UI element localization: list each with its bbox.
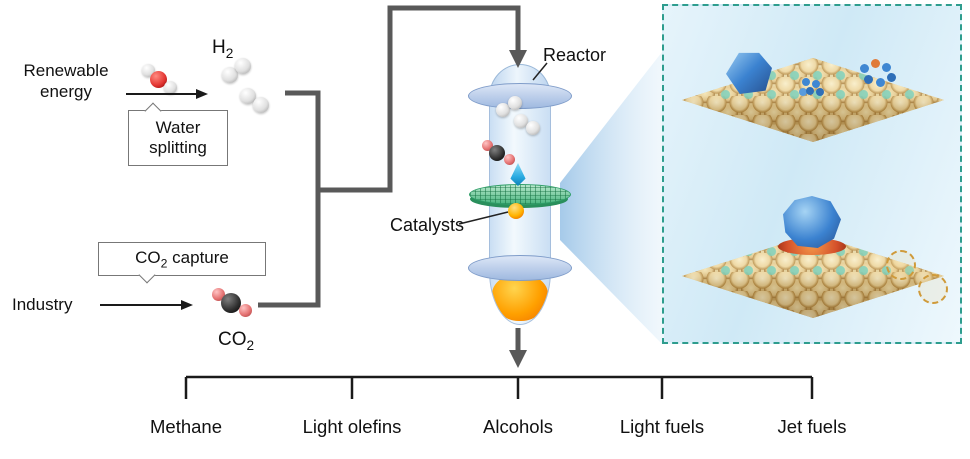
catalysts-label: Catalysts	[390, 215, 465, 235]
hydrogen-molecule	[514, 114, 544, 138]
callout-notch	[144, 102, 162, 120]
atom-sphere	[253, 97, 269, 113]
callout-notch	[138, 266, 156, 284]
product-label-jet-fuels: Jet fuels	[777, 416, 847, 437]
atom-sphere	[164, 81, 177, 94]
co2-molecule	[212, 286, 256, 320]
renewable-energy-label: Renewable energy	[23, 61, 109, 102]
product-label-light-fuels: Light fuels	[619, 416, 705, 437]
atom-sphere	[504, 154, 515, 165]
atom-sphere	[240, 88, 256, 104]
reactor-label: Reactor	[543, 45, 607, 65]
atom-surface-top	[682, 58, 944, 142]
atom-sphere	[526, 121, 540, 135]
co2-molecule	[482, 140, 518, 166]
co2-capture-callout: CO2 capture	[98, 242, 266, 284]
atom-sphere	[235, 58, 251, 74]
reactor-flange-bottom	[468, 255, 572, 281]
dashed-highlight-circle	[886, 250, 916, 280]
atom-sphere	[239, 304, 252, 317]
product-droplet-icon	[508, 203, 524, 219]
liquid-product-pool	[492, 274, 548, 321]
industry-label: Industry	[12, 295, 73, 314]
water-splitting-callout: Water splitting	[128, 102, 228, 166]
renewable-arrowhead-icon	[196, 89, 208, 99]
hydrogen-molecule	[222, 58, 254, 84]
industry-arrowhead-icon	[181, 300, 193, 310]
product-branch-line	[184, 375, 814, 399]
hydrogen-molecule	[240, 88, 272, 114]
product-label-alcohols: Alcohols	[483, 416, 553, 437]
reactor-outlet-arrowhead-icon	[509, 350, 527, 368]
dashed-highlight-circle	[918, 274, 948, 304]
product-label-light-olefins: Light olefins	[302, 416, 402, 437]
co2-label: CO2	[218, 329, 255, 353]
zoom-beam	[560, 52, 662, 344]
h2-label: H2	[212, 37, 234, 61]
atom-sphere	[222, 67, 238, 83]
catalyst-disc	[469, 184, 571, 205]
atom-dot-cluster-icon	[802, 78, 810, 86]
atom-sphere	[489, 145, 505, 161]
atom-sphere	[508, 96, 522, 110]
catalyst-inset-panel	[662, 4, 962, 344]
connector-h2-co2	[258, 90, 321, 308]
atom-sphere	[150, 71, 167, 88]
water-molecule	[142, 64, 180, 96]
nanoparticle-ball-icon	[783, 196, 841, 248]
adsorbate-ring-icon	[860, 64, 869, 73]
product-label-methane: Methane	[150, 416, 222, 437]
atom-sphere	[221, 293, 241, 313]
